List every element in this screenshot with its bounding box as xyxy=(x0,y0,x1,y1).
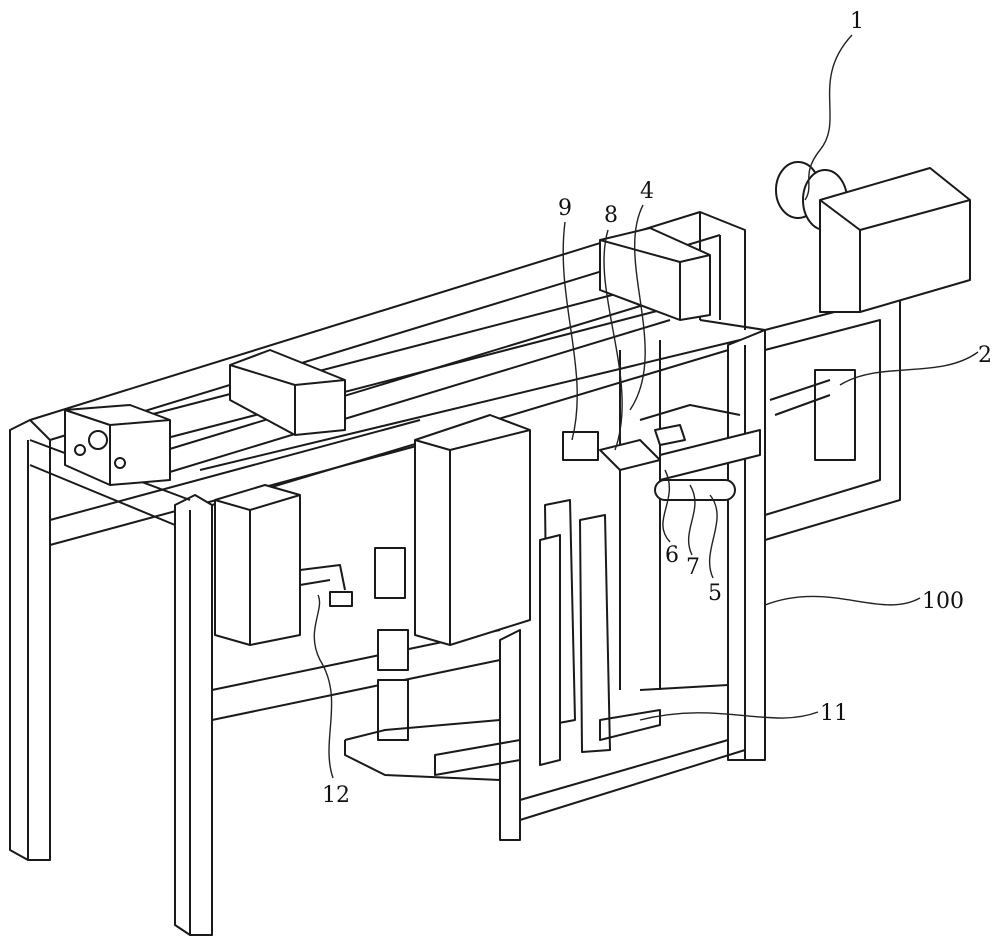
label-5: 5 xyxy=(708,581,722,606)
clamp-mechanism xyxy=(562,404,761,501)
label-11: 11 xyxy=(820,701,848,726)
vertical-plates xyxy=(344,499,661,781)
label-6: 6 xyxy=(665,543,679,568)
label-4: 4 xyxy=(640,179,654,204)
guide-rods xyxy=(129,279,741,476)
left-legs xyxy=(9,344,746,936)
leader-lines xyxy=(313,34,979,779)
label-8: 8 xyxy=(604,203,618,228)
control-boxes xyxy=(214,414,531,741)
label-100: 100 xyxy=(922,589,964,614)
label-2: 2 xyxy=(978,343,992,368)
reference-labels: 1 2 4 5 6 7 8 9 100 11 12 xyxy=(322,9,992,808)
motor xyxy=(775,161,971,313)
label-1: 1 xyxy=(850,9,864,34)
label-7: 7 xyxy=(686,555,700,580)
label-9: 9 xyxy=(558,196,572,221)
slider-blocks xyxy=(64,227,711,486)
label-12: 12 xyxy=(322,783,350,808)
